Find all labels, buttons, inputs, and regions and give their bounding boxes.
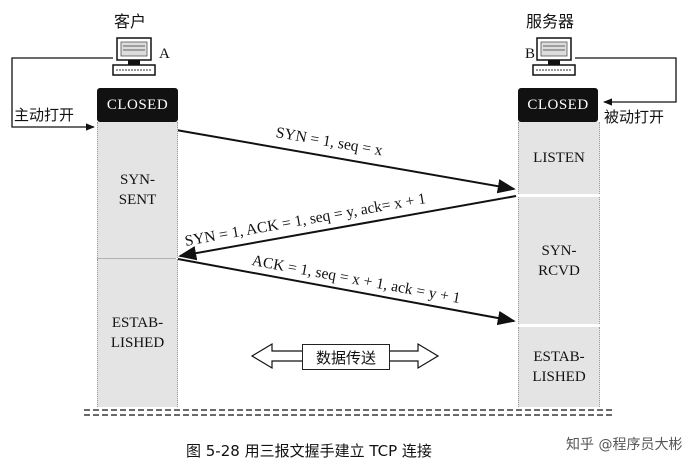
client-state-syn-sent: SYN- SENT — [97, 122, 178, 258]
computer-a-icon — [112, 37, 156, 76]
arrow-syn-ack — [178, 195, 517, 261]
arrow-syn — [175, 129, 516, 194]
client-open-loop — [11, 57, 113, 131]
client-state-established: ESTAB- LISHED — [97, 259, 178, 407]
server-closed-state: CLOSED — [518, 88, 598, 122]
client-label: 客户 — [114, 12, 147, 31]
figure-caption: 图 5-28 用三报文握手建立 TCP 连接 — [186, 442, 432, 460]
client-action-label: 主动打开 — [14, 106, 75, 124]
server-letter: B — [525, 46, 536, 62]
server-state-listen: LISTEN — [518, 122, 600, 194]
client-letter: A — [159, 46, 170, 62]
data-transfer-label: 数据传送 — [302, 344, 390, 370]
server-state-syn-rcvd: SYN- RCVD — [518, 197, 600, 324]
arrow-ack — [177, 258, 516, 326]
client-closed-state: CLOSED — [97, 88, 178, 122]
server-open-loop — [575, 57, 677, 106]
server-state-established: ESTAB- LISHED — [518, 327, 600, 407]
server-action-label: 被动打开 — [604, 108, 665, 126]
computer-b-icon — [532, 37, 576, 76]
server-label: 服务器 — [526, 12, 575, 31]
watermark: 知乎 @程序员大彬 — [566, 437, 683, 453]
